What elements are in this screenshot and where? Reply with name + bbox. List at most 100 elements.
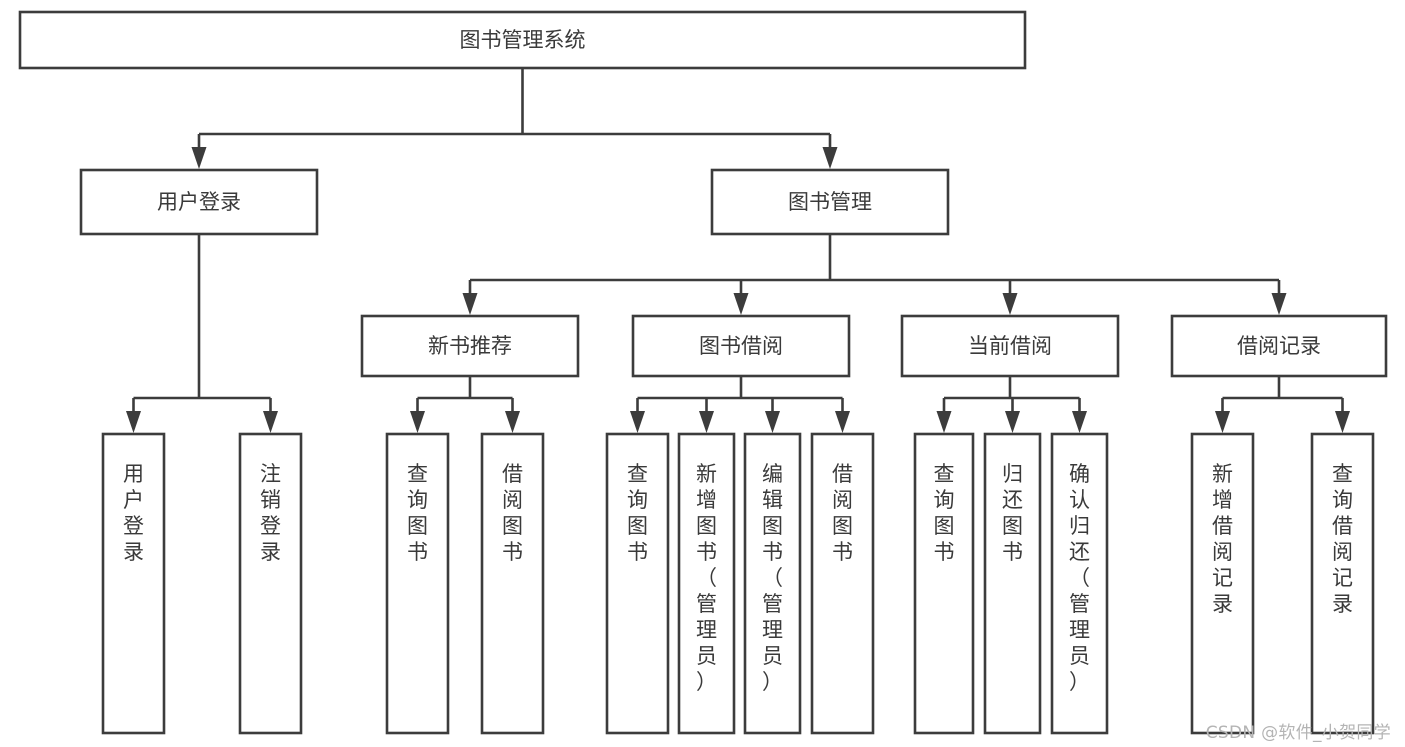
- node-label-char: ）: [1069, 670, 1090, 694]
- node-box: [1190, 432, 1255, 735]
- node-label-char: 阅: [1332, 540, 1353, 564]
- node-label-char: 借: [1212, 514, 1233, 538]
- node-label-char: 阅: [1212, 540, 1233, 564]
- node-label-char: 员: [1069, 644, 1090, 668]
- node-label-char: 图: [832, 514, 853, 538]
- node-box: [79, 168, 319, 236]
- node-label-char: 书: [627, 540, 648, 564]
- node-box: [677, 432, 736, 735]
- node-box: [480, 432, 545, 735]
- arrow-head-icon: [1335, 411, 1350, 433]
- arrow-head-icon: [765, 411, 780, 433]
- node-label-char: 阅: [502, 488, 523, 512]
- node-label-char: 注: [260, 462, 281, 486]
- node-user-login[interactable]: 用户登录: [79, 168, 319, 236]
- node-label-char: 询: [627, 488, 648, 512]
- arrow-head-icon: [410, 411, 425, 433]
- node-box: [385, 432, 450, 735]
- node-label-char: 用: [123, 462, 144, 486]
- arrow-head-icon: [822, 147, 838, 169]
- watermark-label: CSDN @软件_小贺同学: [1205, 723, 1391, 743]
- node-box: [1170, 314, 1388, 378]
- arrow-head-icon: [263, 411, 278, 433]
- node-box: [101, 432, 166, 735]
- node-new-book-recommend[interactable]: 新书推荐: [360, 314, 580, 378]
- arrow-head-icon: [462, 293, 478, 315]
- node-box: [710, 168, 950, 236]
- node-label: 借阅记录: [1237, 334, 1321, 358]
- node-borrow-record[interactable]: 借阅记录: [1170, 314, 1388, 378]
- node-box: [1050, 432, 1109, 735]
- node-label-char: 录: [1332, 592, 1353, 616]
- node-label-char: 户: [123, 488, 144, 512]
- node-label-char: ）: [762, 670, 783, 694]
- node-label-char: 理: [762, 618, 783, 642]
- node-label: 当前借阅: [968, 334, 1052, 358]
- node-box: [983, 432, 1042, 735]
- node-box: [631, 314, 851, 378]
- node-label-char: 查: [1332, 462, 1353, 486]
- node-label-char: 增: [696, 488, 717, 512]
- node-box: [913, 432, 975, 735]
- node-leaf-user-login[interactable]: 用户登录: [101, 432, 166, 735]
- node-label: 图书借阅: [699, 334, 783, 358]
- node-label-char: 管: [762, 592, 783, 616]
- arrow-head-icon: [835, 411, 850, 433]
- node-label-char: 询: [934, 488, 955, 512]
- node-label-char: 录: [1212, 592, 1233, 616]
- node-label-char: 图: [1002, 514, 1023, 538]
- node-label-char: （: [762, 566, 783, 590]
- node-book-management[interactable]: 图书管理: [710, 168, 950, 236]
- node-label: 新书推荐: [428, 334, 512, 358]
- node-current-borrow[interactable]: 当前借阅: [900, 314, 1120, 378]
- arrow-head-icon: [505, 411, 520, 433]
- node-label-char: （: [696, 566, 717, 590]
- node-label-char: 理: [1069, 618, 1090, 642]
- node-label-char: 查: [934, 462, 955, 486]
- node-label-char: 编: [762, 462, 783, 486]
- node-label-char: 登: [123, 514, 144, 538]
- node-label-char: 书: [407, 540, 428, 564]
- node-box: [900, 314, 1120, 378]
- node-label-char: 员: [762, 644, 783, 668]
- node-label-char: 借: [502, 462, 523, 486]
- node-label-char: 书: [832, 540, 853, 564]
- arrow-head-icon: [630, 411, 645, 433]
- node-book-borrow[interactable]: 图书借阅: [631, 314, 851, 378]
- node-label-char: 销: [260, 488, 281, 512]
- node-box: [743, 432, 802, 735]
- node-box: [238, 432, 303, 735]
- node-box: [1310, 432, 1375, 735]
- node-label-char: 图: [502, 514, 523, 538]
- node-label-char: 归: [1069, 514, 1090, 538]
- node-label-char: 书: [502, 540, 523, 564]
- arrow-head-icon: [733, 293, 749, 315]
- node-root[interactable]: 图书管理系统: [18, 10, 1027, 70]
- node-label-char: 书: [696, 540, 717, 564]
- arrow-head-icon: [699, 411, 714, 433]
- node-label-char: 登: [260, 514, 281, 538]
- node-label-char: 还: [1002, 488, 1023, 512]
- connector-layer: [126, 68, 1350, 433]
- node-label-char: 询: [407, 488, 428, 512]
- arrow-head-icon: [191, 147, 207, 169]
- node-label-char: 图: [696, 514, 717, 538]
- node-label-char: 管: [696, 592, 717, 616]
- node-label-char: 辑: [762, 488, 783, 512]
- node-label-char: 理: [696, 618, 717, 642]
- node-label-char: 增: [1212, 488, 1233, 512]
- node-layer: 图书管理系统用户登录图书管理新书推荐图书借阅当前借阅借阅记录用户登录注销登录查询…: [18, 10, 1388, 735]
